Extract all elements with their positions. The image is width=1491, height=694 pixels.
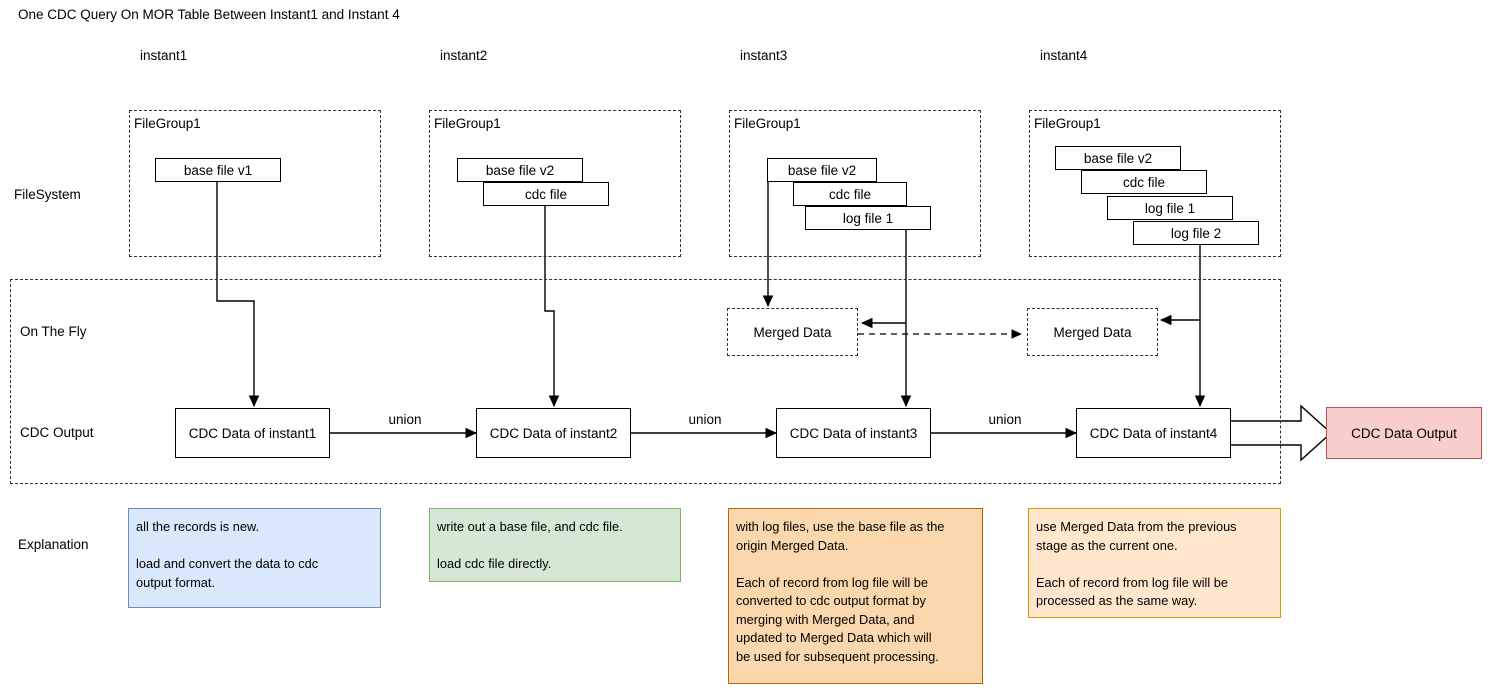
file-box-log-file-2[interactable]: log file 2 bbox=[1133, 221, 1259, 245]
page-title: One CDC Query On MOR Table Between Insta… bbox=[18, 7, 400, 22]
column-label-instant4: instant4 bbox=[1040, 48, 1088, 63]
column-label-instant1: instant1 bbox=[140, 48, 188, 63]
file-box-log-file-1[interactable]: log file 1 bbox=[1107, 196, 1233, 220]
file-box-cdc-file[interactable]: cdc file bbox=[793, 182, 907, 206]
filegroup-instant3: FileGroup1 bbox=[729, 110, 981, 257]
file-box-cdc-file[interactable]: cdc file bbox=[1081, 170, 1207, 194]
file-box-base-file-v2[interactable]: base file v2 bbox=[1055, 146, 1181, 170]
column-label-instant3: instant3 bbox=[740, 48, 788, 63]
row-label-cdc-output: CDC Output bbox=[20, 425, 94, 440]
union-label-3: union bbox=[988, 412, 1022, 427]
row-label-filesystem: FileSystem bbox=[14, 187, 81, 202]
cdc-data-output-box[interactable]: CDC Data Output bbox=[1326, 407, 1482, 459]
column-label-instant2: instant2 bbox=[440, 48, 488, 63]
cdc-data-box-instant2[interactable]: CDC Data of instant2 bbox=[476, 408, 631, 458]
union-label-1: union bbox=[388, 412, 422, 427]
row-label-explanation: Explanation bbox=[18, 537, 89, 552]
union-label-2: union bbox=[688, 412, 722, 427]
filegroup-instant1: FileGroup1 bbox=[129, 110, 381, 257]
filegroup-title: FileGroup1 bbox=[134, 116, 201, 131]
explanation-box-instant1: all the records is new. load and convert… bbox=[128, 508, 381, 608]
file-box-log-file-1[interactable]: log file 1 bbox=[805, 206, 931, 230]
merged-data-box-instant4[interactable]: Merged Data bbox=[1027, 308, 1158, 356]
processing-region bbox=[10, 279, 1281, 484]
file-box-base-file-v1[interactable]: base file v1 bbox=[155, 158, 281, 182]
filegroup-title: FileGroup1 bbox=[734, 116, 801, 131]
merged-data-box-instant3[interactable]: Merged Data bbox=[727, 308, 858, 356]
file-box-base-file-v2[interactable]: base file v2 bbox=[457, 158, 583, 182]
explanation-box-instant4: use Merged Data from the previous stage … bbox=[1028, 508, 1281, 618]
cdc-data-box-instant3[interactable]: CDC Data of instant3 bbox=[776, 408, 931, 458]
filegroup-instant2: FileGroup1 bbox=[429, 110, 681, 257]
filegroup-instant4: FileGroup1 bbox=[1029, 110, 1281, 257]
file-box-base-file-v2[interactable]: base file v2 bbox=[767, 158, 877, 182]
explanation-box-instant3: with log files, use the base file as the… bbox=[728, 508, 983, 684]
filegroup-title: FileGroup1 bbox=[434, 116, 501, 131]
explanation-box-instant2: write out a base file, and cdc file. loa… bbox=[429, 508, 681, 582]
row-label-on-the-fly: On The Fly bbox=[20, 324, 87, 339]
filegroup-title: FileGroup1 bbox=[1034, 116, 1101, 131]
cdc-data-box-instant4[interactable]: CDC Data of instant4 bbox=[1076, 408, 1231, 458]
cdc-data-box-instant1[interactable]: CDC Data of instant1 bbox=[175, 408, 330, 458]
file-box-cdc-file[interactable]: cdc file bbox=[483, 182, 609, 206]
